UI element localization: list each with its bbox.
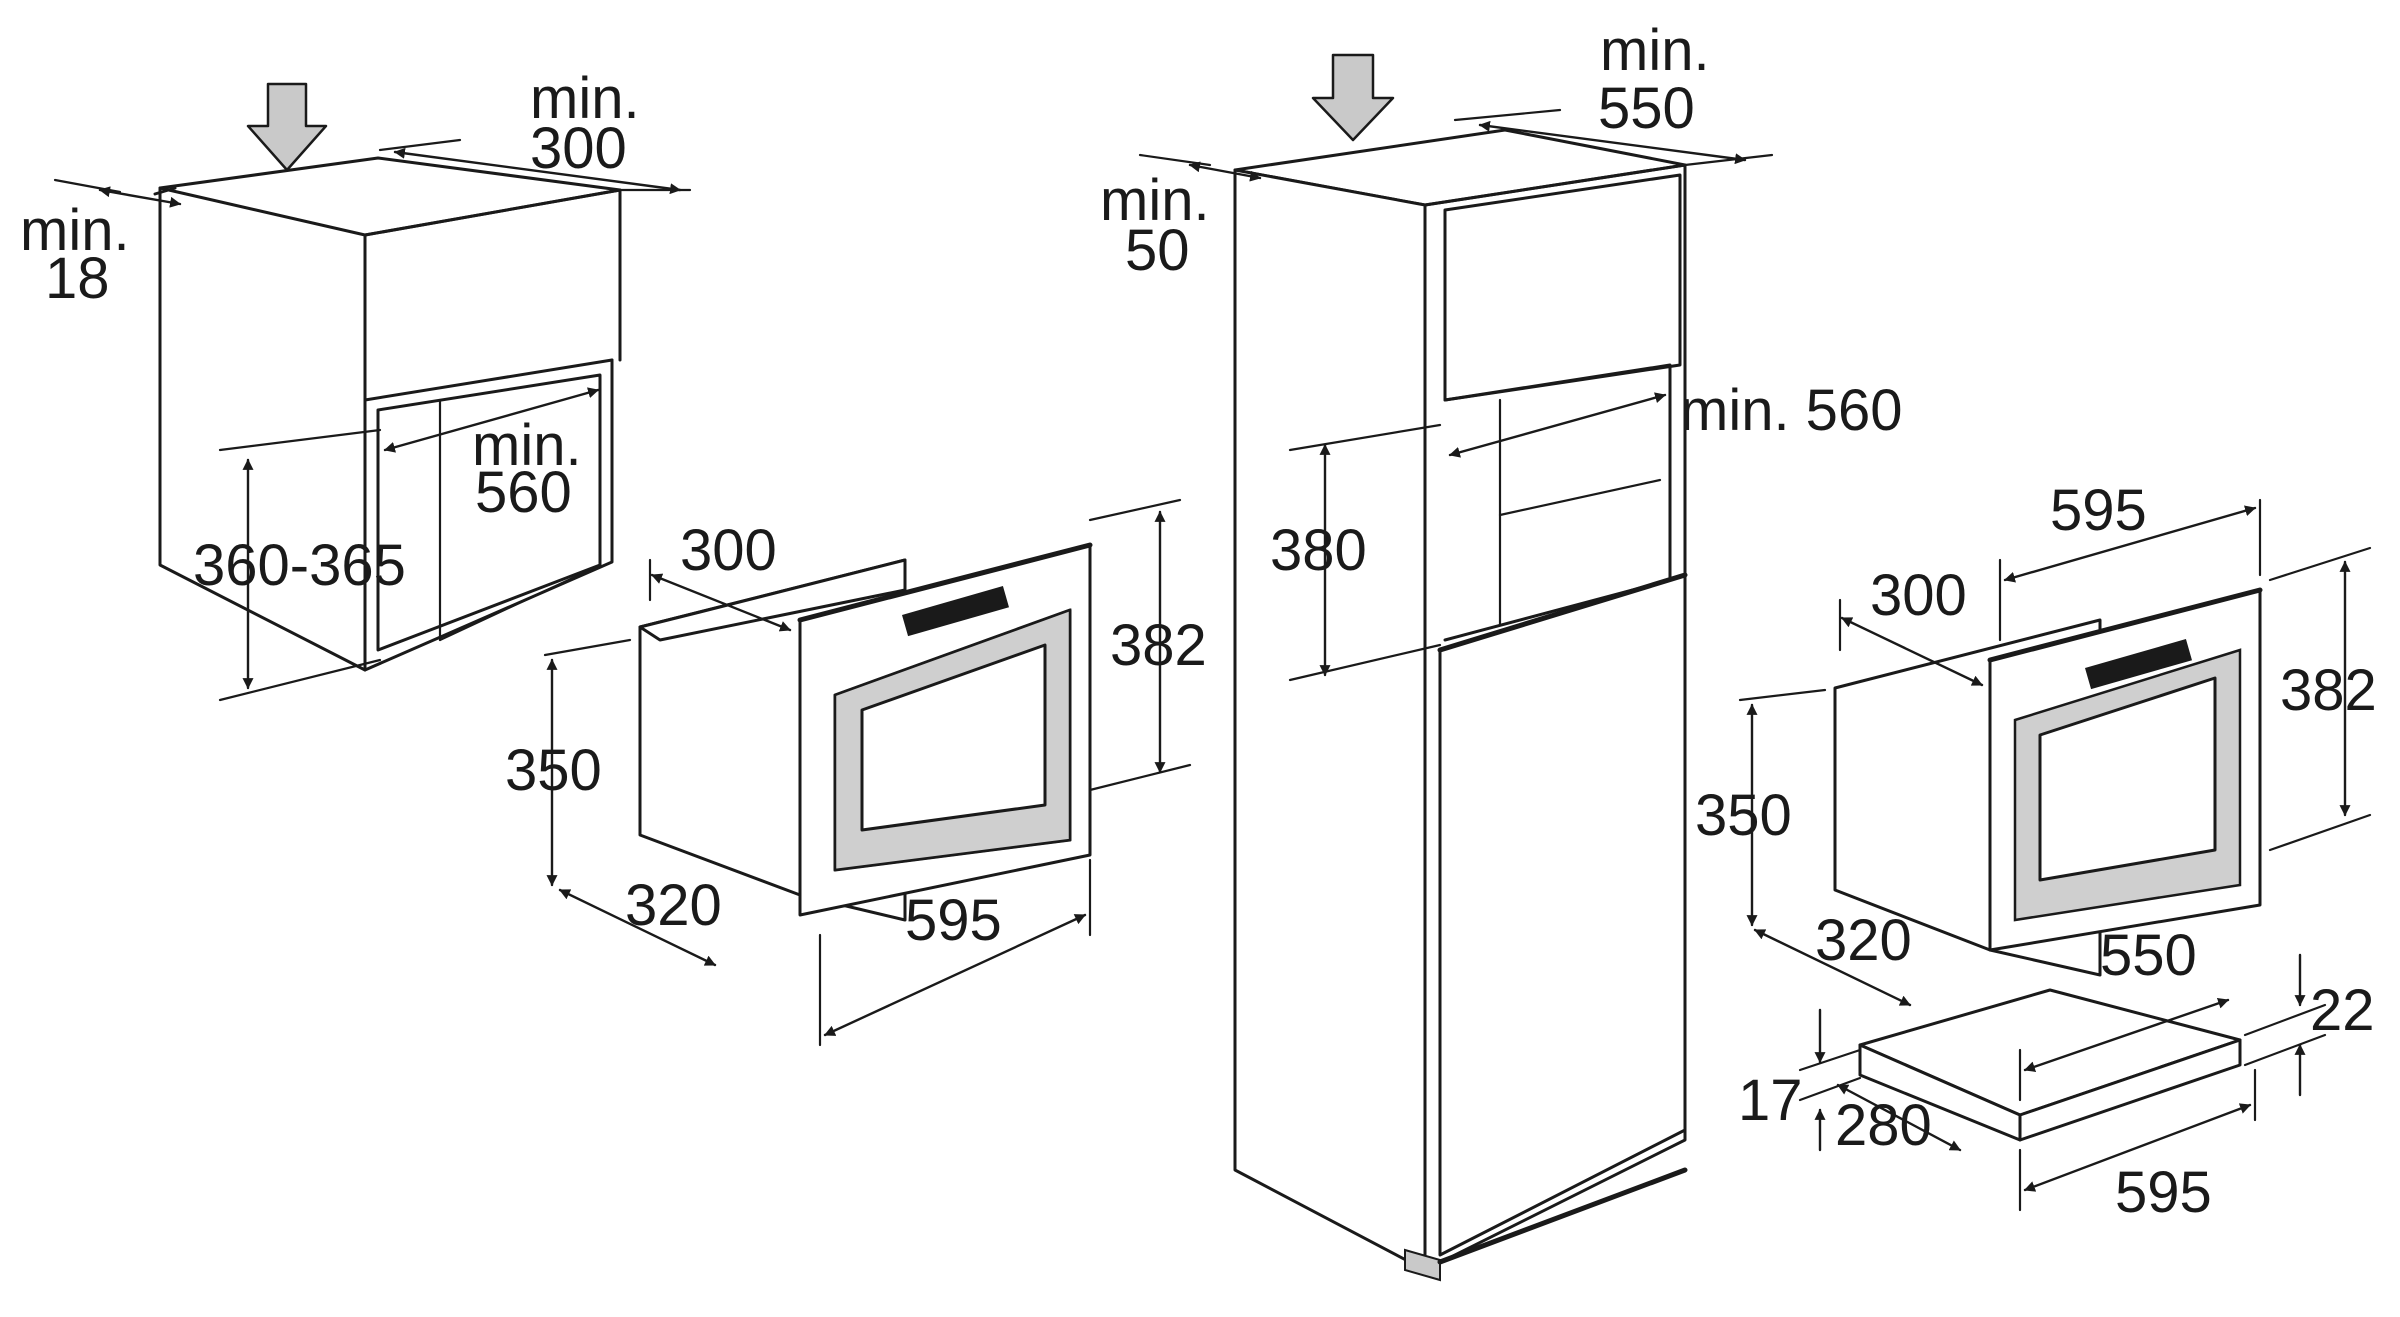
- label-cutout-front-depth: 280: [1835, 1093, 1932, 1158]
- label-oven-left-depth: 300: [680, 518, 777, 583]
- label-oven-left-body-depth: 320: [625, 873, 722, 938]
- oven-left: [543, 498, 1192, 1047]
- label-oven-right-height-body: 350: [1695, 783, 1792, 848]
- label-cutout-width: 595: [2115, 1160, 2212, 1225]
- label-min-550-line1: min.: [1600, 18, 1710, 83]
- down-arrow-icon: [246, 82, 328, 172]
- label-oven-right-width-top: 595: [2050, 478, 2147, 543]
- label-cutout-thickness-right: 22: [2310, 978, 2375, 1043]
- label-cutout-thickness-left: 17: [1738, 1068, 1803, 1133]
- label-min-18-line2: 18: [45, 246, 110, 311]
- tall-cabinet: [1138, 53, 1774, 1282]
- label-cutout-depth: 550: [2100, 923, 2197, 988]
- label-min-560-line1: min.: [472, 413, 582, 478]
- label-niche-height-tall: 380: [1270, 518, 1367, 583]
- cutout-shelf: [1798, 953, 2327, 1212]
- label-oven-left-height-body: 350: [505, 738, 602, 803]
- label-min-18-line1: min.: [20, 198, 130, 263]
- label-oven-right-body-depth: 320: [1815, 908, 1912, 973]
- oven-right: [1738, 498, 2372, 1007]
- label-min-50-line2: 50: [1125, 218, 1190, 283]
- label-min-550-line2: 550: [1598, 76, 1695, 141]
- label-min-560-tall: min. 560: [1680, 378, 1902, 443]
- label-min-560-line2: 560: [475, 460, 572, 525]
- dimension-labels: min. 300 min. 18 min. 560 360-365 300 38…: [20, 18, 2377, 1225]
- label-oven-left-width: 595: [905, 888, 1002, 953]
- label-niche-height-left: 360-365: [193, 533, 406, 598]
- down-arrow-icon: [1311, 53, 1395, 142]
- wall-cabinet: [53, 82, 692, 702]
- label-min-300-line1: min.: [530, 66, 640, 131]
- label-oven-right-depth: 300: [1870, 563, 1967, 628]
- label-min-50-line1: min.: [1100, 168, 1210, 233]
- label-min-300-line2: 300: [530, 116, 627, 181]
- label-oven-right-height-front: 382: [2280, 658, 2377, 723]
- label-oven-left-height-front: 382: [1110, 613, 1207, 678]
